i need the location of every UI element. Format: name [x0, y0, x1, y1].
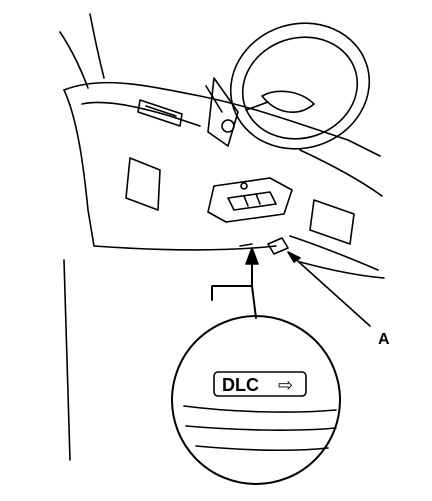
wiper-stalk: [205, 85, 223, 113]
leader-arrowhead-a: [287, 251, 301, 263]
magnifier-circle: [171, 315, 341, 485]
steering-spoke: [245, 101, 269, 111]
right-vent: [309, 199, 355, 245]
steering-wheel-rim: [229, 22, 371, 150]
magnified-panel-edge-2: [185, 425, 337, 431]
dlc-arrow-icon: ⇨: [278, 375, 293, 395]
column-bracket: [227, 191, 277, 211]
dlc-slot-mark: [239, 243, 253, 247]
dashboard-right-lower: [289, 235, 379, 271]
steering-wheel-inner: [241, 36, 359, 140]
ignition-switch: [221, 119, 235, 133]
steering-column: [207, 77, 239, 147]
magnified-panel-edge: [183, 405, 337, 413]
bracket-rib: [255, 193, 261, 205]
column-lower-cover: [207, 177, 293, 223]
left-vent: [137, 99, 183, 127]
floor-right: [299, 261, 385, 279]
dashboard-outline: [63, 89, 277, 251]
windshield-pillar: [89, 13, 105, 79]
dashboard-left-panel: [81, 101, 201, 127]
pointer-arrowhead: [245, 247, 259, 265]
dashboard-right-section: [299, 149, 383, 197]
dlc-connector: [267, 237, 289, 255]
left-vent-slat: [145, 105, 177, 117]
glove-box: [125, 157, 161, 211]
steering-wheel-hub: [261, 90, 315, 113]
pointer-arrow: [211, 259, 253, 301]
dashboard-top-edge: [63, 81, 381, 157]
dlc-label-text: DLC: [222, 375, 259, 395]
dlc-label-plate: [213, 371, 307, 397]
callout-label-a: A: [378, 331, 390, 348]
windshield-pillar-edge: [59, 31, 89, 89]
leader-line-a: [289, 253, 371, 327]
arrow-stem: [251, 285, 257, 319]
magnified-panel-edge-3: [195, 445, 329, 451]
column-bolt: [240, 182, 248, 190]
floor-left: [63, 259, 71, 461]
bracket-rib: [243, 195, 249, 207]
